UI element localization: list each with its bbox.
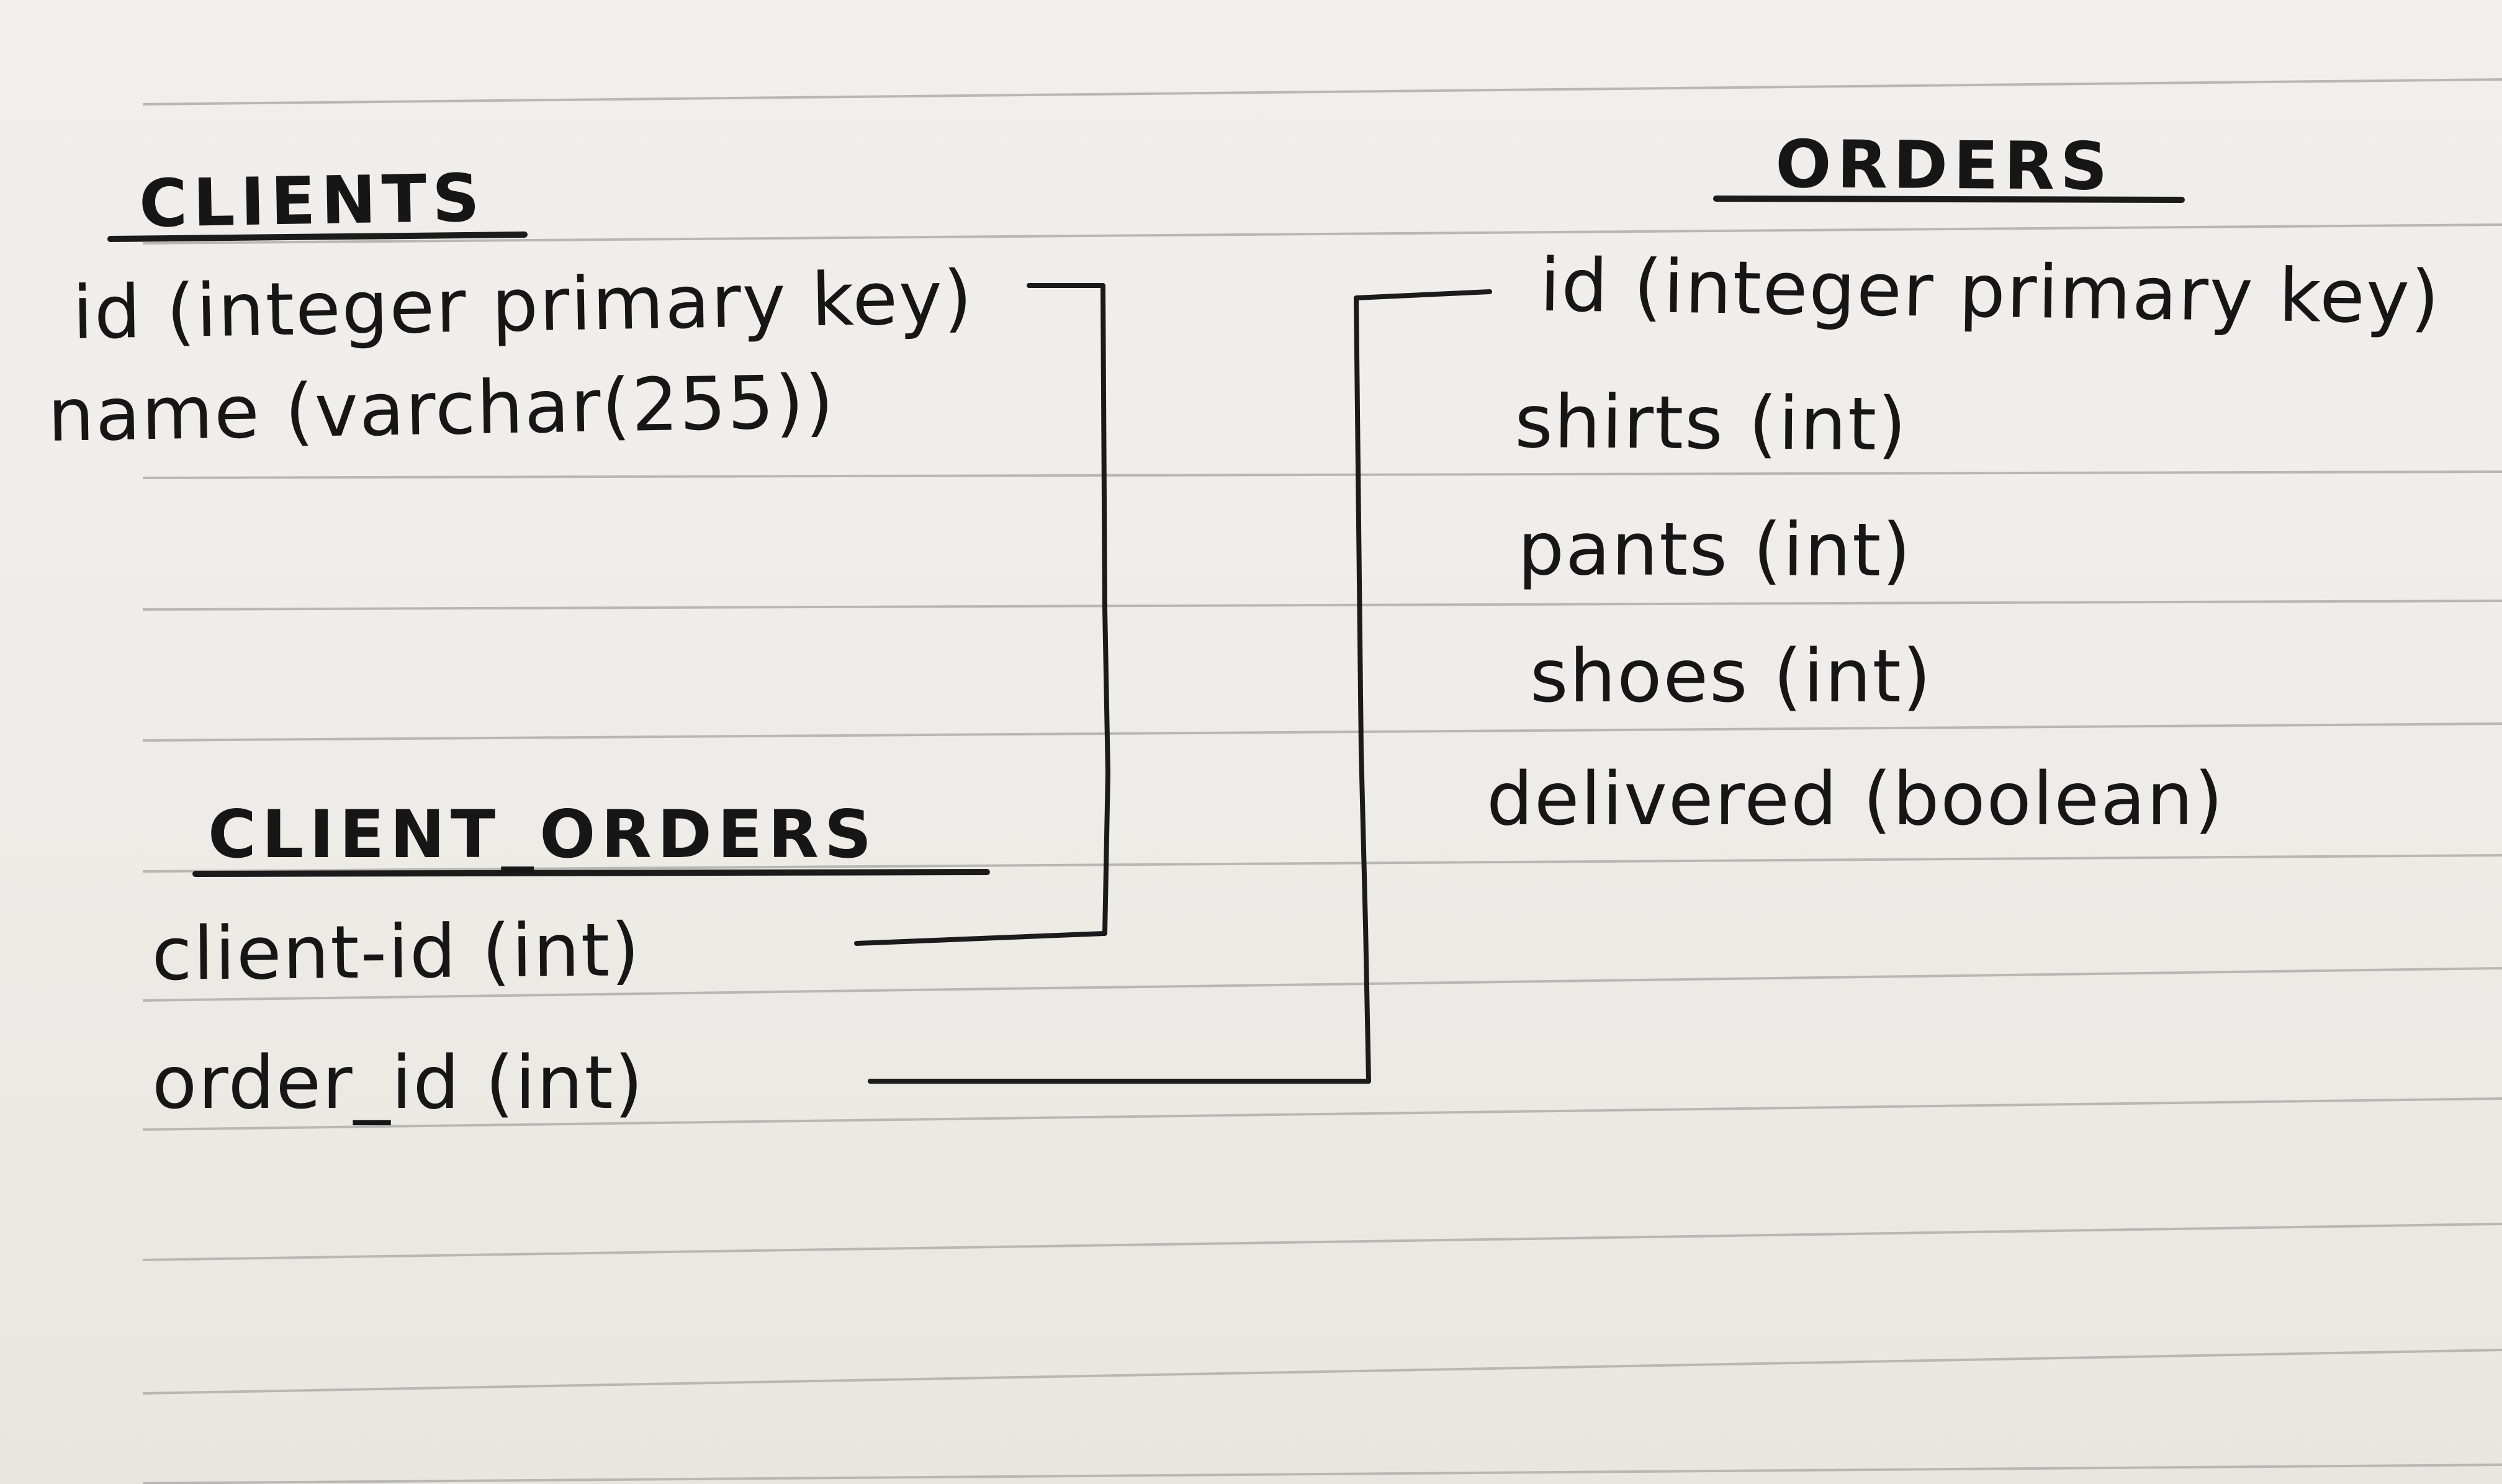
orders-shoes-field: shoes (int) (1530, 633, 1932, 719)
clients-table-title: CLIENTS (138, 160, 486, 242)
notebook-rules (142, 78, 2502, 1484)
clients-name-field: name (varchar(255)) (47, 358, 836, 458)
notebook-rule (142, 223, 2502, 245)
notebook-rule (142, 854, 2502, 873)
client-orders-table-title: CLIENT_ORDERS (208, 796, 878, 873)
orders-delivered-field: delivered (boolean) (1487, 756, 2225, 842)
notebook-rule (142, 722, 2502, 742)
clients-id-field: id (integer primary key) (71, 254, 974, 356)
client-orders-underline (192, 869, 990, 877)
title-underlines (107, 196, 2185, 877)
notebook-rule (142, 1223, 2502, 1261)
connector-order-id-to-orders-id (868, 289, 1492, 1084)
notebook-rule (142, 1097, 2502, 1131)
relationship-connectors (854, 283, 1492, 1084)
orders-pants-field: pants (int) (1517, 506, 1912, 593)
notebook-rule (142, 600, 2502, 611)
notebook-rule (142, 1464, 2502, 1484)
notebook-rule (142, 470, 2502, 479)
orders-id-field: id (integer primary key) (1539, 242, 2441, 341)
client-orders-client-id-field: client-id (int) (151, 907, 641, 997)
client-orders-order-id-field: order_id (int) (152, 1040, 644, 1125)
notebook-rule (142, 967, 2502, 1002)
clients-underline (107, 232, 528, 242)
notebook-rule (142, 1349, 2502, 1395)
orders-table-title: ORDERS (1775, 126, 2113, 205)
connector-client-id-to-clients-id (854, 283, 1110, 946)
notebook-rule (142, 78, 2502, 106)
orders-underline (1713, 196, 2185, 203)
orders-shirts-field: shirts (int) (1514, 379, 1908, 467)
